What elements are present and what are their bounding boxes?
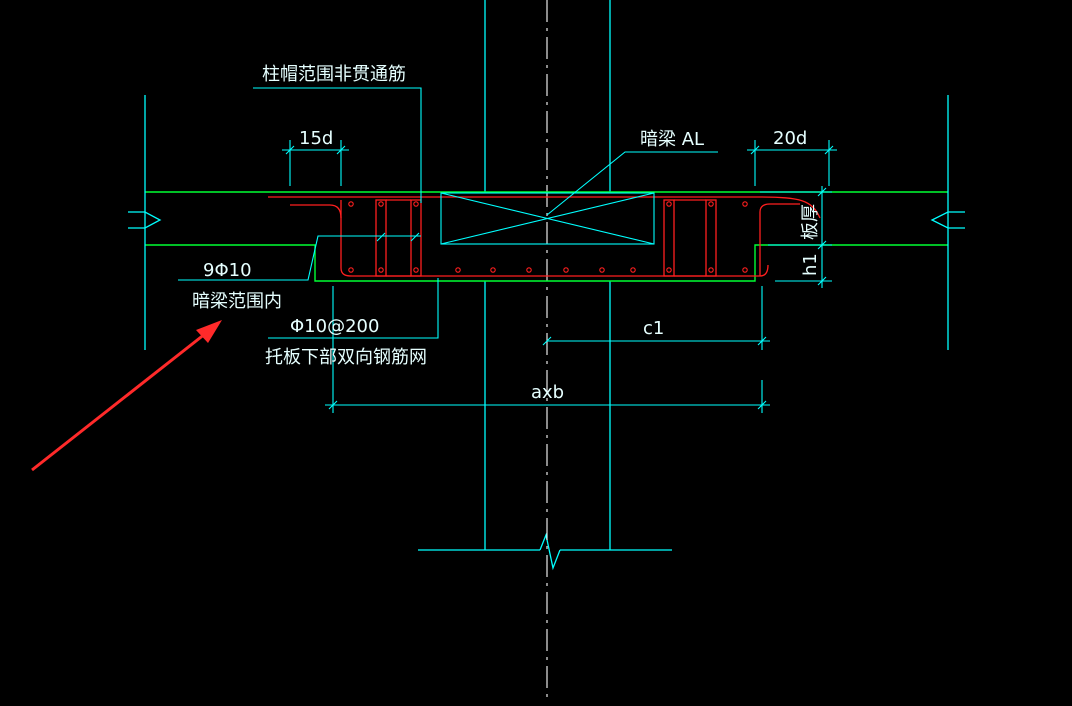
- rebar: [268, 196, 821, 277]
- label-c1: c1: [643, 318, 664, 339]
- label-9phi10: 9Φ10: [203, 260, 252, 281]
- label-cap-noncontinuous: 柱帽范围非贯通筋: [262, 64, 406, 85]
- label-15d: 15d: [299, 128, 333, 149]
- label-within-hidden-beam: 暗梁范围内: [192, 291, 282, 312]
- leaders: [178, 87, 837, 413]
- label-hidden-beam: 暗梁 AL: [640, 129, 704, 150]
- label-phi10-200: Φ10@200: [290, 316, 379, 337]
- slab-break-lines: [128, 95, 965, 350]
- rebar-dots: [348, 201, 748, 273]
- label-20d: 20d: [773, 128, 807, 149]
- label-slab-thickness: 板厚: [800, 204, 821, 240]
- label-drop-panel-mesh: 托板下部双向钢筋网: [265, 347, 427, 368]
- label-h1: h1: [800, 253, 821, 276]
- column-outline: [418, 0, 672, 571]
- annotation-arrow: [31, 320, 222, 472]
- label-axb: axb: [531, 382, 564, 403]
- hidden-beam-box: [440, 192, 655, 245]
